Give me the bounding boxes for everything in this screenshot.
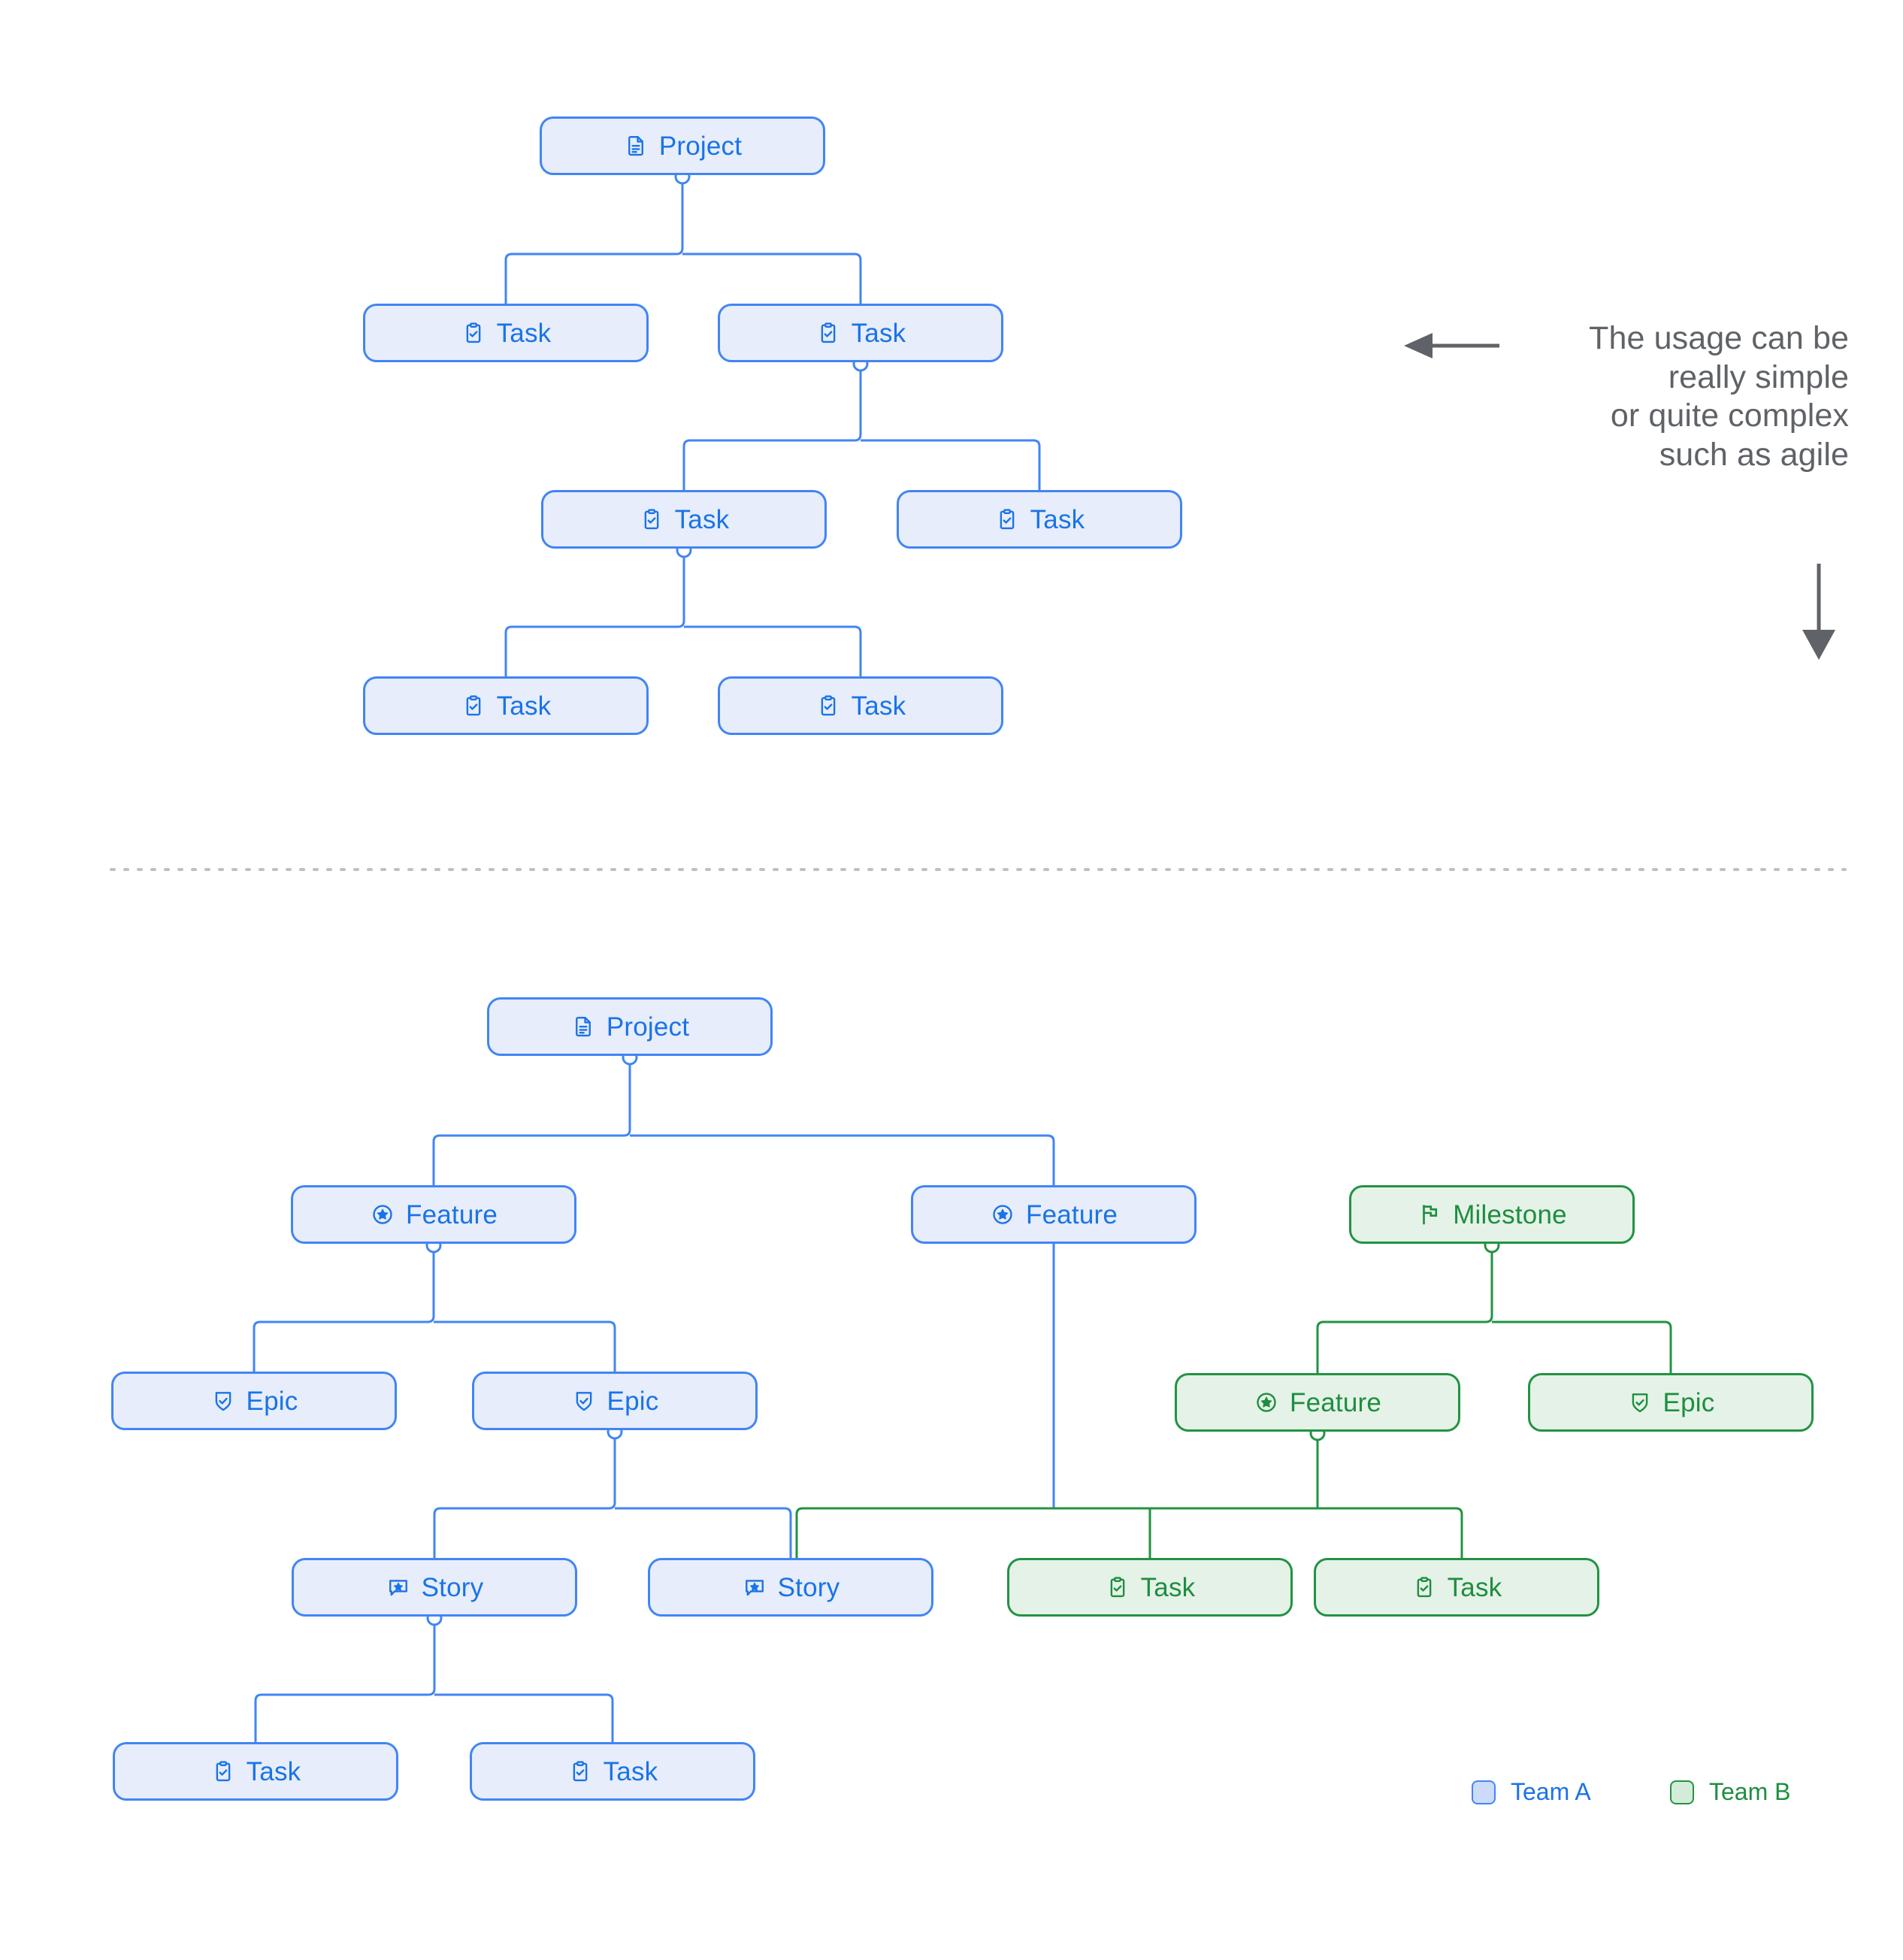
node-label: Story <box>777 1572 840 1602</box>
annotation-line-4: such as agile <box>1659 436 1849 473</box>
node-label: Feature <box>1289 1387 1382 1417</box>
square-swatch-green-icon <box>1670 1780 1694 1804</box>
clipboard-check-icon <box>815 693 841 718</box>
node-label: Task <box>496 318 552 348</box>
node-label: Task <box>246 1756 301 1786</box>
node-label: Task <box>851 318 906 348</box>
node-t-task-4[interactable]: Task <box>897 490 1182 549</box>
node-b-story-1[interactable]: Story <box>292 1558 577 1617</box>
node-t-project[interactable]: Project <box>540 116 825 175</box>
clipboard-check-icon <box>994 507 1020 532</box>
star-circle-icon <box>370 1202 395 1227</box>
legend-label-team-b: Team B <box>1709 1778 1791 1805</box>
chat-star-icon <box>742 1574 767 1600</box>
star-circle-icon <box>990 1202 1015 1227</box>
clipboard-check-icon <box>639 507 664 532</box>
node-label: Task <box>1030 504 1085 534</box>
node-b-epic-1[interactable]: Epic <box>111 1372 397 1430</box>
node-label: Task <box>1447 1572 1502 1602</box>
node-t-task-6[interactable]: Task <box>718 676 1003 735</box>
node-b-feature-3[interactable]: Feature <box>1175 1373 1460 1432</box>
node-t-task-1[interactable]: Task <box>363 304 649 362</box>
node-t-task-3[interactable]: Task <box>541 490 827 549</box>
node-b-feature-2[interactable]: Feature <box>911 1185 1197 1244</box>
node-label: Feature <box>1025 1199 1118 1230</box>
clipboard-check-icon <box>210 1759 236 1784</box>
flag-icon <box>1417 1202 1442 1227</box>
document-icon <box>570 1014 596 1039</box>
shield-check-icon <box>210 1388 236 1414</box>
node-b-task-3[interactable]: Task <box>113 1742 398 1801</box>
node-b-story-2[interactable]: Story <box>648 1558 933 1617</box>
annotation-text: The usage can be really simple or quite … <box>1473 319 1849 474</box>
clipboard-check-icon <box>1105 1574 1130 1600</box>
node-b-epic-2[interactable]: Epic <box>472 1372 758 1430</box>
legend-item-team-b[interactable]: Team B <box>1670 1778 1790 1806</box>
node-b-task-1[interactable]: Task <box>1007 1558 1293 1617</box>
chat-star-icon <box>386 1574 411 1600</box>
star-circle-icon <box>1254 1390 1279 1415</box>
legend-item-team-a[interactable]: Team A <box>1472 1778 1591 1806</box>
annotation-line-1: The usage can be <box>1589 320 1849 356</box>
clipboard-check-icon <box>461 320 486 346</box>
node-label: Epic <box>607 1386 659 1416</box>
clipboard-check-icon <box>1411 1574 1437 1600</box>
node-label: Task <box>496 691 552 721</box>
node-label: Feature <box>405 1199 498 1230</box>
node-b-feature-1[interactable]: Feature <box>291 1185 576 1244</box>
node-t-task-5[interactable]: Task <box>363 676 649 735</box>
clipboard-check-icon <box>567 1759 593 1784</box>
node-label: Task <box>603 1756 658 1786</box>
annotation-line-3: or quite complex <box>1610 398 1849 434</box>
shield-check-icon <box>571 1388 597 1414</box>
document-icon <box>623 133 649 159</box>
annotation-line-2: really simple <box>1668 358 1849 395</box>
node-t-task-2[interactable]: Task <box>718 304 1003 362</box>
node-label: Epic <box>246 1386 298 1416</box>
node-b-project[interactable]: Project <box>487 997 773 1056</box>
node-b-milestone[interactable]: Milestone <box>1349 1185 1635 1244</box>
node-b-task-2[interactable]: Task <box>1314 1558 1599 1617</box>
node-label: Milestone <box>1453 1199 1567 1230</box>
clipboard-check-icon <box>461 693 486 718</box>
clipboard-check-icon <box>815 320 841 346</box>
node-label: Epic <box>1662 1387 1715 1417</box>
node-label: Project <box>658 131 743 161</box>
legend-label-team-a: Team A <box>1511 1778 1591 1805</box>
node-label: Project <box>606 1012 690 1042</box>
node-label: Task <box>1140 1572 1196 1602</box>
shield-check-icon <box>1627 1390 1653 1415</box>
node-b-task-4[interactable]: Task <box>470 1742 755 1801</box>
square-swatch-blue-icon <box>1472 1780 1496 1804</box>
node-label: Task <box>674 504 730 534</box>
node-label: Task <box>851 691 906 721</box>
node-b-epic-3[interactable]: Epic <box>1528 1373 1814 1432</box>
node-label: Story <box>421 1572 484 1602</box>
